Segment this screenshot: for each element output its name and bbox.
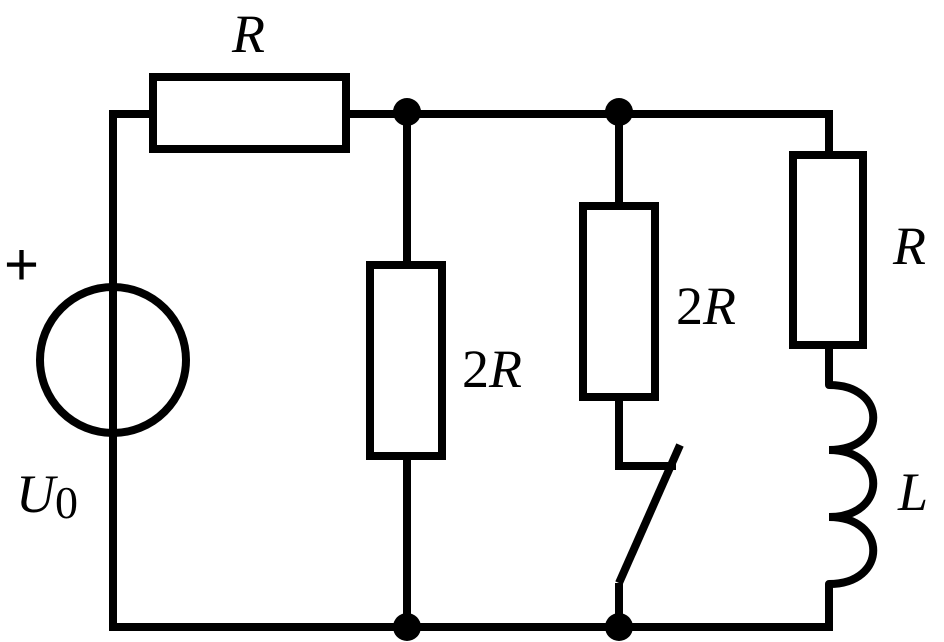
junction-node-top-1 (393, 98, 421, 126)
junction-node-top-2 (605, 98, 633, 126)
resistor-shunt-2r (366, 261, 446, 460)
label-source-sub: 0 (55, 477, 78, 528)
resistor-right (789, 151, 867, 349)
wire-branch2-mid (615, 397, 676, 470)
label-switch-2r-num: 2 (676, 276, 703, 336)
label-shunt-2r-sym: R (488, 339, 522, 399)
label-shunt-2r-num: 2 (462, 339, 489, 399)
resistor-switch-2r (579, 202, 659, 401)
label-inductor: L (897, 462, 928, 522)
label-top-resistor: R (231, 4, 265, 64)
label-shunt-2r: 2R (462, 339, 522, 399)
inductor-coil (825, 381, 878, 588)
label-source-plus: + (4, 231, 39, 298)
switch-blade (615, 443, 684, 585)
label-switch-2r: 2R (676, 276, 736, 336)
label-switch-2r-sym: R (702, 276, 736, 336)
label-right-resistor: R (892, 216, 926, 276)
label-source: U0 (16, 464, 78, 528)
resistor-top (149, 73, 350, 153)
junction-node-bottom-1 (393, 613, 421, 641)
label-source-name: U (16, 464, 58, 524)
junction-node-bottom-2 (605, 613, 633, 641)
